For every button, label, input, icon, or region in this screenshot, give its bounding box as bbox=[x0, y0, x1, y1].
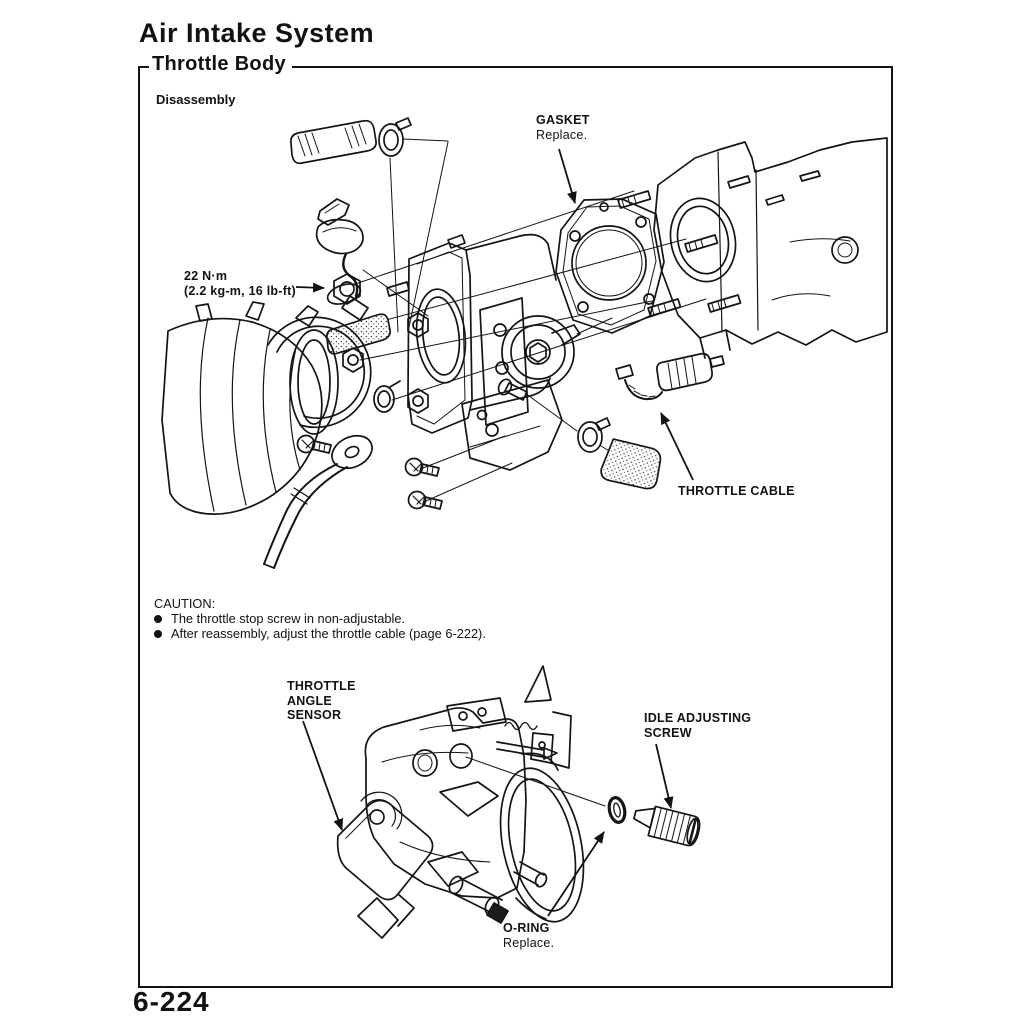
o-ring-label: O-RING Replace. bbox=[503, 921, 554, 950]
o-ring-label-name: O-RING bbox=[503, 921, 550, 935]
throttle-angle-sensor-arrow bbox=[302, 720, 344, 831]
throttle-body-exploded bbox=[386, 233, 581, 471]
bullet-icon bbox=[154, 629, 162, 638]
o-ring-part bbox=[607, 796, 627, 824]
caution-item-text: The throttle stop screw in non-adjustabl… bbox=[171, 611, 406, 626]
flange-nut-torque bbox=[326, 273, 362, 305]
throttle-angle-sensor-part bbox=[336, 791, 434, 939]
throttle-linkage bbox=[446, 665, 572, 769]
torque-arrow bbox=[295, 282, 325, 293]
section-title: Throttle Body bbox=[149, 53, 292, 76]
caution-item-text: After reassembly, adjust the throttle ca… bbox=[171, 626, 486, 641]
gasket-label-note: Replace. bbox=[536, 127, 588, 142]
throttle-cable-end bbox=[615, 352, 725, 401]
foam-sleeve bbox=[326, 313, 391, 355]
caution-item: After reassembly, adjust the throttle ca… bbox=[154, 626, 486, 641]
gasket-label: GASKET Replace. bbox=[536, 113, 590, 142]
ias-line2: SCREW bbox=[644, 725, 692, 740]
o-ring-label-note: Replace. bbox=[503, 935, 555, 950]
manifold-studs bbox=[617, 190, 742, 317]
gasket-label-name: GASKET bbox=[536, 113, 590, 127]
intake-duct bbox=[161, 301, 339, 515]
tas-line1: THROTTLE bbox=[287, 679, 356, 693]
throttle-cable-arrow bbox=[660, 412, 694, 481]
idle-adjusting-screw-arrow bbox=[655, 743, 674, 809]
o-ring-arrow bbox=[547, 831, 605, 917]
idle-adjusting-screw-label: IDLE ADJUSTING SCREW bbox=[644, 711, 751, 740]
caution-block: CAUTION: The throttle stop screw in non-… bbox=[154, 596, 486, 641]
torque-alt-units: (2.2 kg-m, 16 lb-ft) bbox=[184, 283, 296, 298]
idle-adjusting-screw-part bbox=[633, 805, 701, 847]
tas-line2: ANGLE bbox=[287, 693, 332, 708]
section-frame bbox=[138, 66, 893, 988]
torque-value: 22 N·m bbox=[184, 269, 228, 283]
subsection-label: Disassembly bbox=[156, 92, 236, 107]
throttle-angle-sensor-label: THROTTLE ANGLE SENSOR bbox=[287, 679, 356, 723]
air-hose-elbow bbox=[577, 417, 662, 490]
tas-line3: SENSOR bbox=[287, 708, 342, 722]
page-number: 6-224 bbox=[133, 986, 210, 1017]
vacuum-hose bbox=[290, 119, 377, 165]
bottom-fittings bbox=[448, 861, 548, 924]
caution-item: The throttle stop screw in non-adjustabl… bbox=[154, 611, 486, 626]
phillips-bolts bbox=[296, 378, 528, 510]
caution-heading: CAUTION: bbox=[154, 596, 216, 611]
hose-clamp bbox=[378, 117, 412, 157]
wire-clamp bbox=[373, 380, 401, 413]
band-clamp bbox=[267, 305, 372, 429]
exploded-view-illustration bbox=[161, 117, 888, 569]
cable-grommet bbox=[263, 434, 373, 569]
ias-line1: IDLE ADJUSTING bbox=[644, 711, 752, 725]
gasket-arrow bbox=[558, 148, 577, 204]
gasket-part bbox=[555, 198, 665, 334]
intake-manifold bbox=[617, 137, 888, 359]
assembled-view-illustration bbox=[336, 665, 701, 939]
bullet-icon bbox=[154, 614, 162, 623]
page-title: Air Intake System bbox=[139, 18, 375, 48]
throttle-cable-label: THROTTLE CABLE bbox=[678, 484, 795, 498]
torque-label: 22 N·m (2.2 kg-m, 16 lb-ft) bbox=[184, 269, 296, 298]
